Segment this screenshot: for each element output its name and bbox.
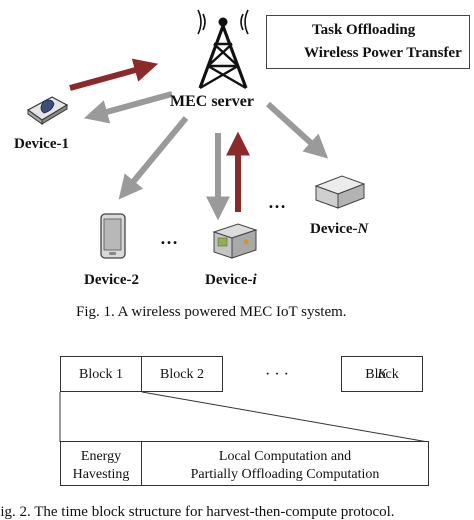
legend-box bbox=[266, 15, 470, 69]
device-i-prefix: Device- bbox=[205, 272, 253, 288]
energy-harvesting-segment: Energy Havesting bbox=[60, 441, 142, 486]
local-computation-segment: Local Computation and Partially Offloadi… bbox=[141, 441, 429, 486]
legend-task-offloading-label: Task Offloading bbox=[312, 22, 416, 38]
legend-wpt-label: Wireless Power Transfer bbox=[304, 45, 462, 61]
figure-2-caption: Fig. 2. The time block structure for har… bbox=[0, 504, 395, 520]
device-n-index: N bbox=[357, 221, 369, 237]
device-1-sensor-icon bbox=[26, 96, 69, 125]
energy-line-2: Havesting bbox=[72, 467, 130, 482]
blocks-ellipsis: · · · bbox=[265, 366, 289, 383]
mec-server-tower-icon bbox=[197, 9, 249, 90]
block-k-label: Block K bbox=[342, 367, 422, 383]
ellipsis-left: … bbox=[160, 228, 178, 248]
local-line-1: Local Computation and bbox=[218, 449, 352, 464]
block-k: Block K bbox=[341, 356, 423, 392]
ellipsis-right: … bbox=[268, 192, 286, 212]
device-n-label: Device-N bbox=[310, 222, 368, 237]
device-n-box-icon bbox=[314, 175, 366, 209]
local-line-2: Partially Offloading Computation bbox=[190, 467, 380, 482]
energy-line-1: Energy bbox=[80, 449, 122, 464]
arrow-wpt-device-n bbox=[265, 101, 329, 159]
device-2-label: Device-2 bbox=[84, 272, 139, 288]
device-1-label: Device-1 bbox=[14, 136, 69, 152]
figure-1-caption: Fig. 1. A wireless powered MEC IoT syste… bbox=[76, 304, 347, 320]
arrow-wpt-device2 bbox=[118, 116, 189, 200]
block-2-label: Block 2 bbox=[160, 367, 204, 382]
device-i-label: Device-i bbox=[205, 273, 257, 288]
device-2-phone-icon bbox=[100, 213, 126, 259]
device-i-index: i bbox=[252, 272, 257, 288]
block-1-label: Block 1 bbox=[79, 367, 123, 382]
arrow-offload-device1 bbox=[69, 58, 159, 91]
arrow-wpt-device1 bbox=[83, 91, 173, 124]
block-k-prefix: Block bbox=[365, 367, 399, 382]
device-n-prefix: Device- bbox=[310, 221, 358, 237]
device-i-module-icon bbox=[212, 223, 258, 259]
mec-server-label: MEC server bbox=[170, 93, 254, 110]
block-1: Block 1 bbox=[60, 356, 142, 392]
block-2: Block 2 bbox=[141, 356, 223, 392]
block-k-index: K bbox=[377, 367, 387, 382]
